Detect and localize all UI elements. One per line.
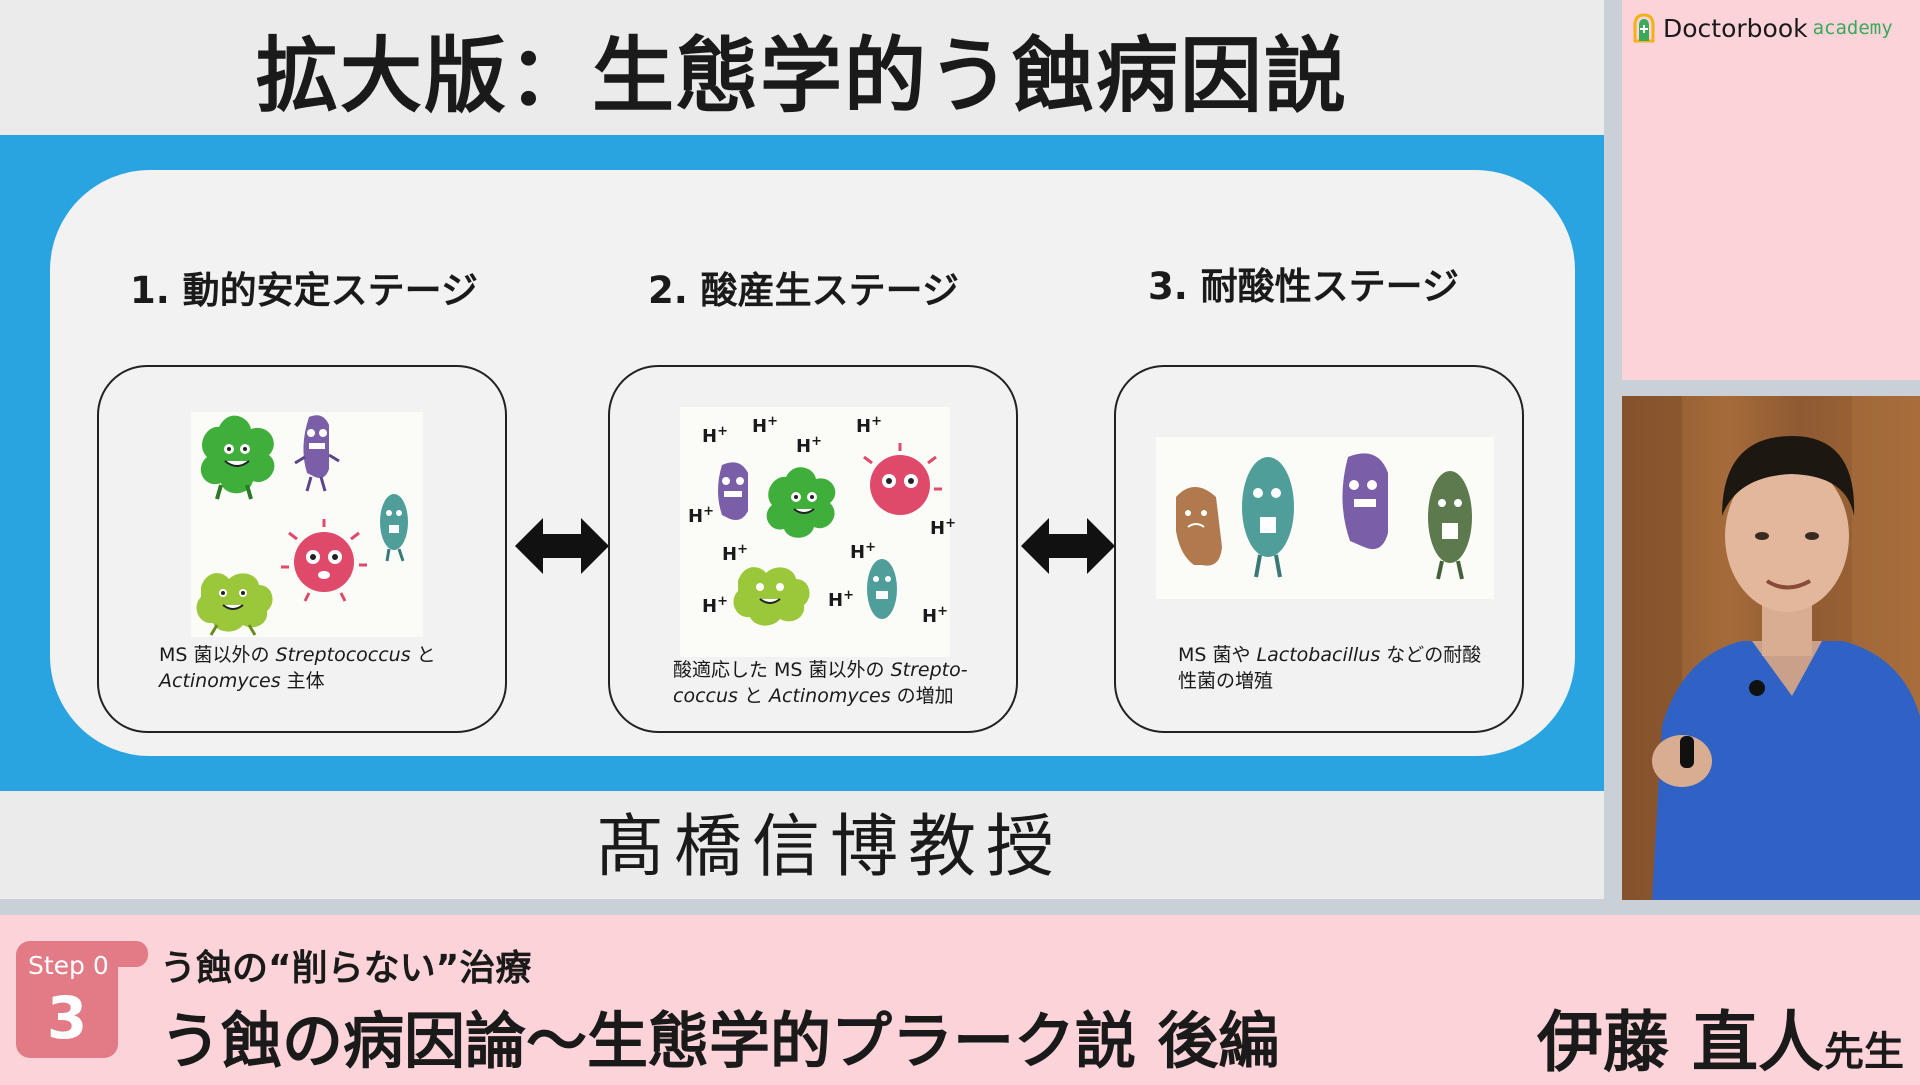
h-ion-label: H+ — [702, 594, 728, 617]
presenter-silhouette — [1622, 396, 1920, 900]
layout-separator — [1622, 380, 1920, 396]
brown-bacterium-icon — [1176, 487, 1222, 566]
lecture-title: う蝕の病因論〜生態学的プラーク説 後編 — [160, 1006, 1280, 1077]
presenter-honorific: 先生 — [1824, 1029, 1904, 1075]
purple-bacterium-icon — [1342, 453, 1388, 550]
layout-separator — [1604, 0, 1622, 915]
olive-bacterium-icon — [1428, 471, 1472, 580]
green-bacterium-icon — [200, 415, 275, 500]
step-number: 3 — [46, 984, 88, 1052]
slide-lecturer-name: 髙橋信博教授 — [595, 808, 1064, 887]
layout-separator — [0, 899, 1920, 915]
green-bacterium-icon — [766, 467, 836, 538]
lower-third-bar: Step 0 3 う蝕の“削らない”治療 う蝕の病因論〜生態学的プラーク説 後編… — [0, 915, 1920, 1081]
stage-1-caption: MS 菌以外の Streptococcus と Actinomyces 主体 — [159, 644, 436, 692]
stage-3-caption: MS 菌や Lactobacillus などの耐酸性菌の増殖 — [1178, 644, 1482, 692]
slide-blue-band: 1. 動的安定ステージ — [0, 135, 1604, 791]
purple-bacterium-icon — [294, 415, 340, 492]
presenter-name: 伊藤 直人先生 — [1537, 989, 1904, 1085]
h-ion-label: H+ — [722, 542, 748, 565]
stage-2-bacteria-illustration — [680, 407, 950, 657]
stage-3-bacteria-illustration — [1156, 437, 1494, 599]
h-ion-label: H+ — [922, 604, 948, 627]
teal-bacterium-icon — [1242, 457, 1294, 578]
bidirectional-arrow-icon — [1021, 518, 1115, 574]
stage-3-title: 3. 耐酸性ステージ — [1148, 265, 1459, 308]
presenter-video — [1622, 396, 1920, 900]
h-ion-label: H+ — [752, 414, 778, 437]
stage-1-bacteria-illustration — [191, 412, 423, 637]
doctorbook-logo-icon — [1633, 13, 1655, 43]
h-ion-label: H+ — [856, 414, 882, 437]
teal-bacterium-icon — [867, 559, 897, 619]
presenter-name-text: 伊藤 直人 — [1537, 1004, 1824, 1081]
lime-bacterium-icon — [733, 567, 810, 626]
step-badge: Step 0 3 — [16, 941, 118, 1058]
stages-panel: 1. 動的安定ステージ — [50, 170, 1575, 756]
brand-logo: Doctorbook academy — [1633, 8, 1920, 48]
stage-1-box: MS 菌以外の Streptococcus と Actinomyces 主体 — [97, 365, 507, 733]
stage-2-caption: 酸適応した MS 菌以外の Strepto-coccus と Actinomyc… — [673, 659, 968, 707]
course-title: う蝕の“削らない”治療 — [160, 948, 532, 989]
stage-2-box: H+ H+ H+ H+ H+ H+ H+ H+ H+ H+ H+ 酸適応した M… — [608, 365, 1018, 733]
brand-sub: academy — [1812, 17, 1893, 39]
h-ion-label: H+ — [688, 504, 714, 527]
h-ion-label: H+ — [930, 516, 956, 539]
stage-1-title: 1. 動的安定ステージ — [130, 269, 478, 312]
bidirectional-arrow-icon — [515, 518, 609, 574]
h-ion-label: H+ — [796, 434, 822, 457]
purple-bacterium-icon — [718, 462, 748, 520]
pink-bacterium-icon — [281, 519, 367, 602]
h-ion-label: H+ — [850, 540, 876, 563]
pink-bacterium-icon — [863, 443, 942, 515]
stage-3-box: MS 菌や Lactobacillus などの耐酸性菌の増殖 — [1114, 365, 1524, 733]
slide-title: 拡大版：生態学的う蝕病因説 — [255, 29, 1348, 124]
slide: 拡大版：生態学的う蝕病因説 1. 動的安定ステージ — [0, 0, 1604, 899]
h-ion-label: H+ — [828, 588, 854, 611]
brand-name: Doctorbook — [1663, 13, 1808, 43]
stage-2-title: 2. 酸産生ステージ — [648, 269, 959, 312]
step-label: Step 0 — [28, 951, 109, 980]
teal-bacterium-icon — [380, 494, 408, 562]
h-ion-label: H+ — [702, 424, 728, 447]
lime-bacterium-icon — [196, 573, 273, 636]
